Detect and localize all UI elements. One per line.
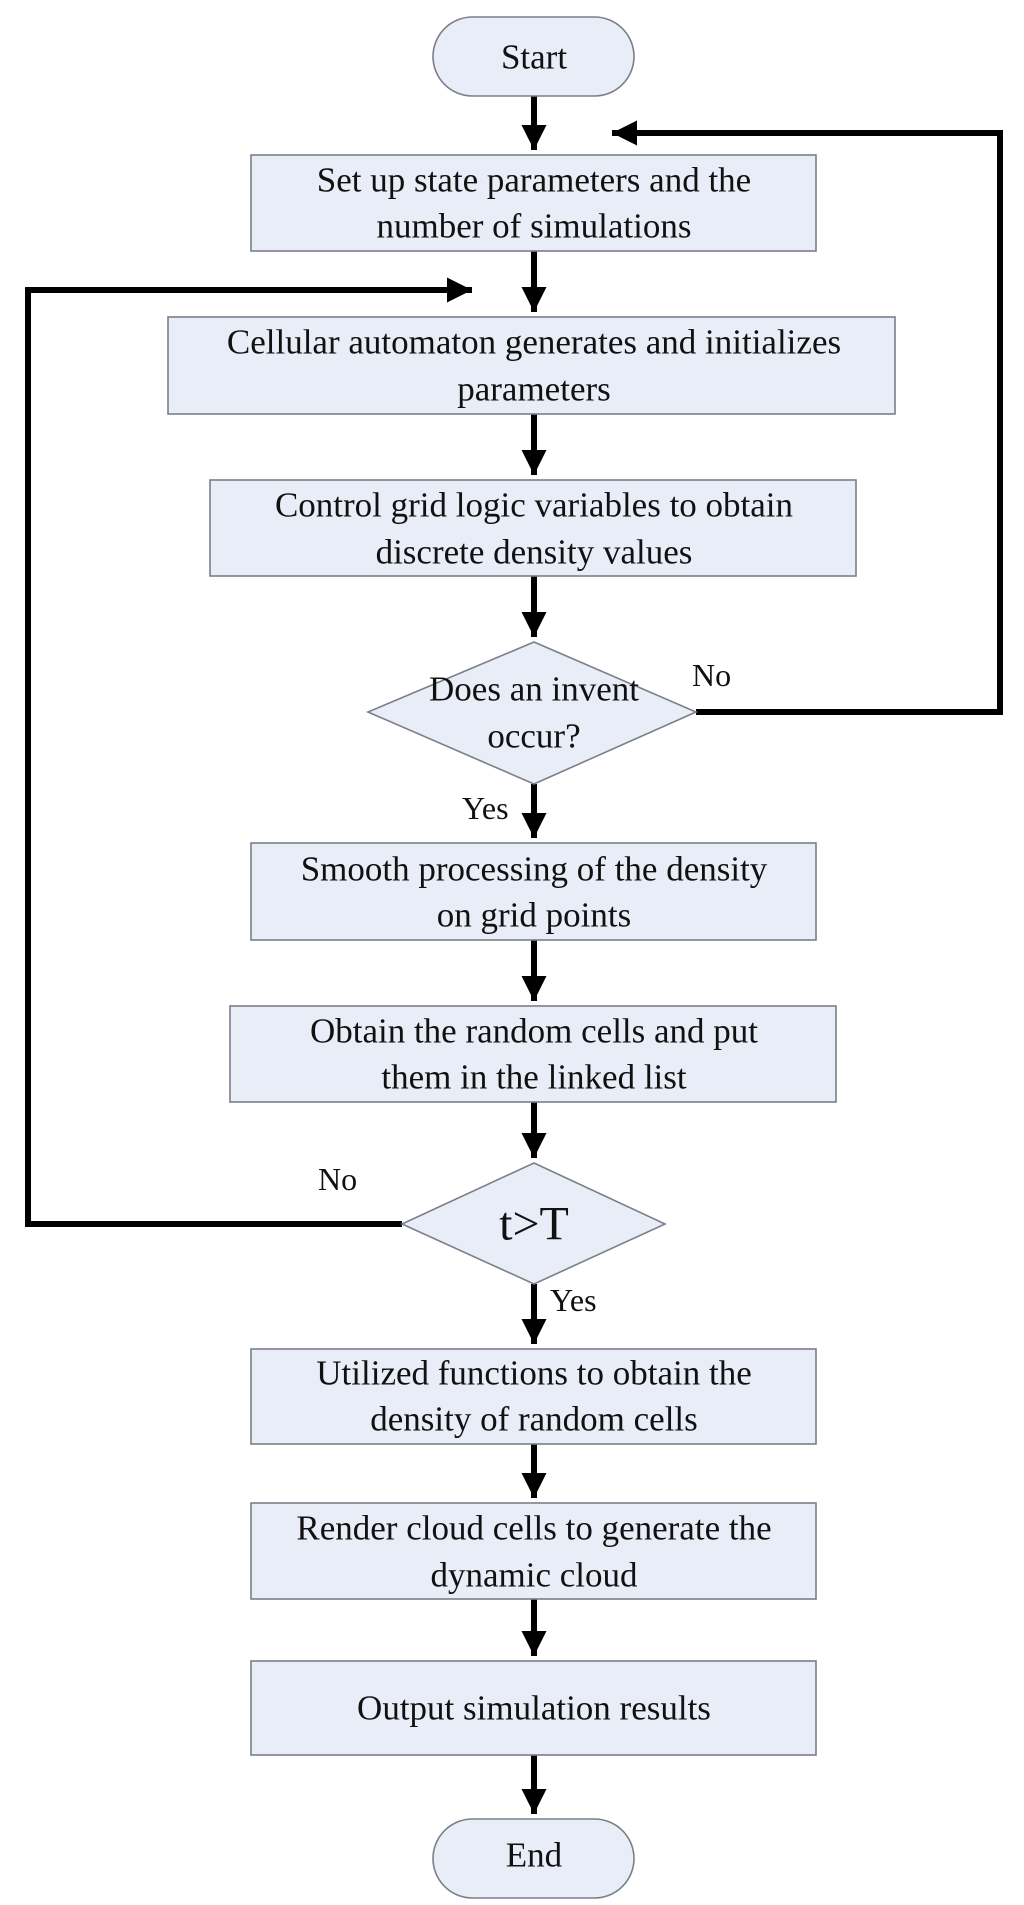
output-label: Output simulation results [357,1689,711,1728]
end-label: End [506,1836,563,1875]
start-shape [432,16,635,97]
cellular-box [167,316,896,415]
obtain-label-line2: them in the linked list [381,1058,687,1097]
utilized-box [250,1348,817,1445]
cellular-label-line1: Cellular automaton generates and initial… [227,323,841,362]
decision2-label: t>T [499,1198,569,1251]
decision2-diamond [400,1162,667,1285]
output-process: Output simulation results [250,1660,817,1756]
obtain-label-line1: Obtain the random cells and put [310,1012,758,1051]
start-terminal: Start [432,16,635,97]
control-label-line1: Control grid logic variables to obtain [275,486,793,525]
decision1: Does an invent occur? [365,641,698,785]
render-box [250,1502,817,1600]
decision1-diamond [365,641,698,785]
obtain-box [229,1005,837,1103]
start-label: Start [501,38,567,77]
render-process: Render cloud cells to generate the dynam… [250,1502,817,1600]
decision1-label-line2: occur? [487,717,580,756]
loop-decision1-no-to-setup [612,120,1003,715]
smooth-process: Smooth processing of the density on grid… [250,842,817,941]
utilized-process: Utilized functions to obtain the density… [250,1348,817,1445]
output-box [250,1660,817,1756]
setup-label-line1: Set up state parameters and the [317,161,751,200]
decision1-label-line1: Does an invent [429,670,639,709]
render-label-line1: Render cloud cells to generate the [296,1509,771,1548]
setup-process: Set up state parameters and the number o… [250,154,817,252]
decision2-yes-label: Yes [550,1282,597,1318]
smooth-label-line1: Smooth processing of the density [301,850,768,889]
setup-box [250,154,817,252]
render-label-line2: dynamic cloud [430,1556,638,1595]
decision1-yes-label: Yes [462,790,509,826]
decision2: t>T [400,1162,667,1285]
end-terminal: End [432,1818,635,1899]
edges [25,96,1003,1814]
control-label-line2: discrete density values [376,533,693,572]
smooth-box [250,842,817,941]
cellular-process: Cellular automaton generates and initial… [167,316,896,415]
smooth-label-line2: on grid points [437,896,631,935]
obtain-process: Obtain the random cells and put them in … [229,1005,837,1103]
utilized-label-line1: Utilized functions to obtain the [316,1354,751,1393]
utilized-label-line2: density of random cells [370,1400,698,1439]
control-box [209,479,857,577]
decision1-no-label: No [692,657,731,693]
setup-label-line2: number of simulations [377,207,692,246]
end-shape [432,1818,635,1899]
loop-decision2-no-to-cellular [25,277,472,1227]
cellular-label-line2: parameters [457,370,611,409]
control-process: Control grid logic variables to obtain d… [209,479,857,577]
decision2-no-label: No [318,1161,357,1197]
